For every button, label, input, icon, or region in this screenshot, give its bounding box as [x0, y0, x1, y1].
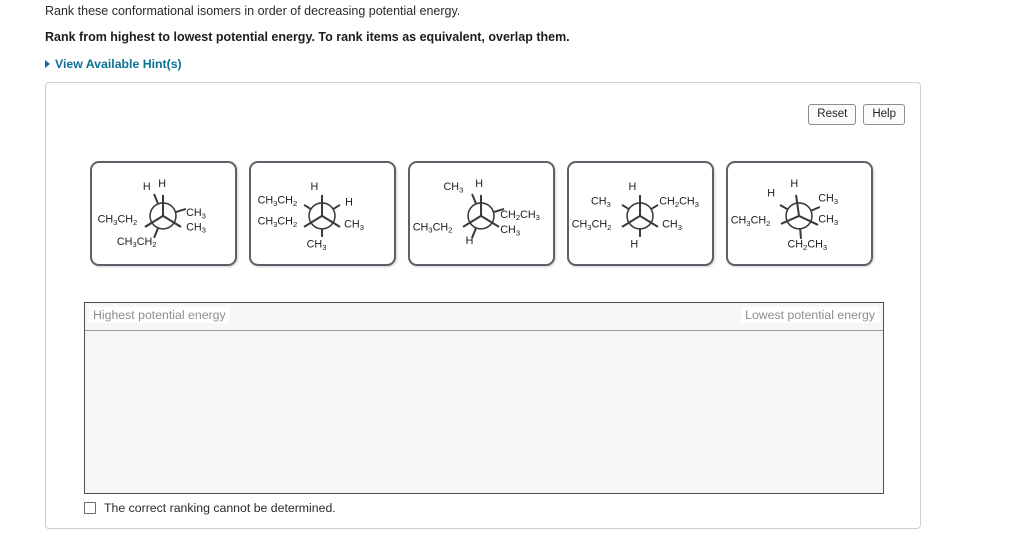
molecule-card-1[interactable]: H H CH3CH2 CH3 CH3 CH3CH2: [90, 161, 237, 266]
molecule-card-4[interactable]: H CH3 CH2CH3 CH3CH2 CH3 H: [567, 161, 714, 266]
label-h-right: H: [345, 196, 353, 208]
label-h-top: H: [628, 181, 636, 193]
cannot-determine-row: The correct ranking cannot be determined…: [84, 501, 336, 515]
newman-projection-4: H CH3 CH2CH3 CH3CH2 CH3 H: [569, 163, 712, 264]
label-h-upper-right: H: [475, 178, 483, 190]
label-ch3ch2-left: CH3CH2: [572, 218, 612, 231]
label-h-upper-left: H: [143, 181, 151, 193]
label-ch2ch3-right-upper: CH2CH3: [500, 209, 540, 222]
label-ch3ch2-lower-left: CH3CH2: [258, 216, 298, 229]
label-ch3-upper-left: CH3: [444, 181, 464, 194]
molecule-card-2[interactable]: H CH3CH2 CH3CH2 H CH3 CH3: [249, 161, 396, 266]
label-h-bottom: H: [630, 239, 638, 251]
reset-button[interactable]: Reset: [808, 104, 857, 125]
label-h-top: H: [790, 178, 798, 190]
newman-projection-3: CH3 H CH3CH2 H CH2CH3 CH3: [410, 163, 553, 264]
cannot-determine-checkbox[interactable]: [84, 502, 96, 514]
label-ch3-right-upper: CH3: [818, 192, 838, 205]
triangle-right-icon: [45, 60, 50, 68]
label-ch3ch2-left: CH3CH2: [98, 214, 138, 227]
label-ch3-right-lower: CH3: [818, 214, 838, 227]
label-ch3ch2-left: CH3CH2: [413, 221, 453, 234]
newman-projection-1: H H CH3CH2 CH3 CH3 CH3CH2: [92, 163, 235, 264]
rank-label-lowest: Lowest potential energy: [741, 307, 879, 323]
label-ch3-upper-left: CH3: [591, 195, 611, 208]
label-ch3ch2-upper-left: CH3CH2: [258, 194, 298, 207]
label-ch2ch3-upper-right: CH2CH3: [659, 195, 699, 208]
question-text: Rank these conformational isomers in ord…: [45, 4, 461, 18]
molecule-card-3[interactable]: CH3 H CH3CH2 H CH2CH3 CH3: [408, 161, 555, 266]
cannot-determine-label: The correct ranking cannot be determined…: [104, 501, 336, 515]
help-button[interactable]: Help: [863, 104, 905, 125]
panel-toolbar: Reset Help: [808, 104, 905, 125]
label-ch3-bottom: CH3: [307, 239, 327, 252]
label-ch3-right-lower: CH3: [500, 224, 520, 237]
label-h-upper-left: H: [767, 188, 775, 200]
label-ch3-right: CH3: [662, 218, 682, 231]
label-ch3ch2-lower: CH3CH2: [117, 236, 157, 249]
label-ch3-right-upper: CH3: [186, 207, 206, 220]
molecule-card-5[interactable]: H H CH3CH2 CH3 CH3 CH2CH3: [726, 161, 873, 266]
label-ch3-right-lower: CH3: [186, 221, 206, 234]
ranking-drop-zone[interactable]: Highest potential energy Lowest potentia…: [84, 302, 884, 494]
view-hints-label: View Available Hint(s): [55, 57, 182, 71]
rank-divider: [85, 330, 883, 331]
newman-projection-5: H H CH3CH2 CH3 CH3 CH2CH3: [728, 163, 871, 264]
prompt-block: Rank these conformational isomers in ord…: [45, 3, 945, 71]
label-ch3-right-lower: CH3: [344, 218, 364, 231]
label-ch3ch2-left: CH3CH2: [731, 215, 771, 228]
label-h-top: H: [310, 181, 318, 193]
label-h-upper-right: H: [158, 178, 166, 190]
instruction-text: Rank from highest to lowest potential en…: [45, 30, 570, 44]
view-hints-link[interactable]: View Available Hint(s): [45, 57, 182, 71]
molecule-card-tray: H H CH3CH2 CH3 CH3 CH3CH2: [90, 161, 873, 266]
rank-label-highest: Highest potential energy: [89, 307, 230, 323]
newman-projection-2: H CH3CH2 CH3CH2 H CH3 CH3: [251, 163, 394, 264]
label-h-lower-left: H: [466, 235, 474, 247]
answer-panel: Reset Help: [45, 82, 921, 529]
label-ch2ch3-bottom: CH2CH3: [787, 239, 827, 252]
